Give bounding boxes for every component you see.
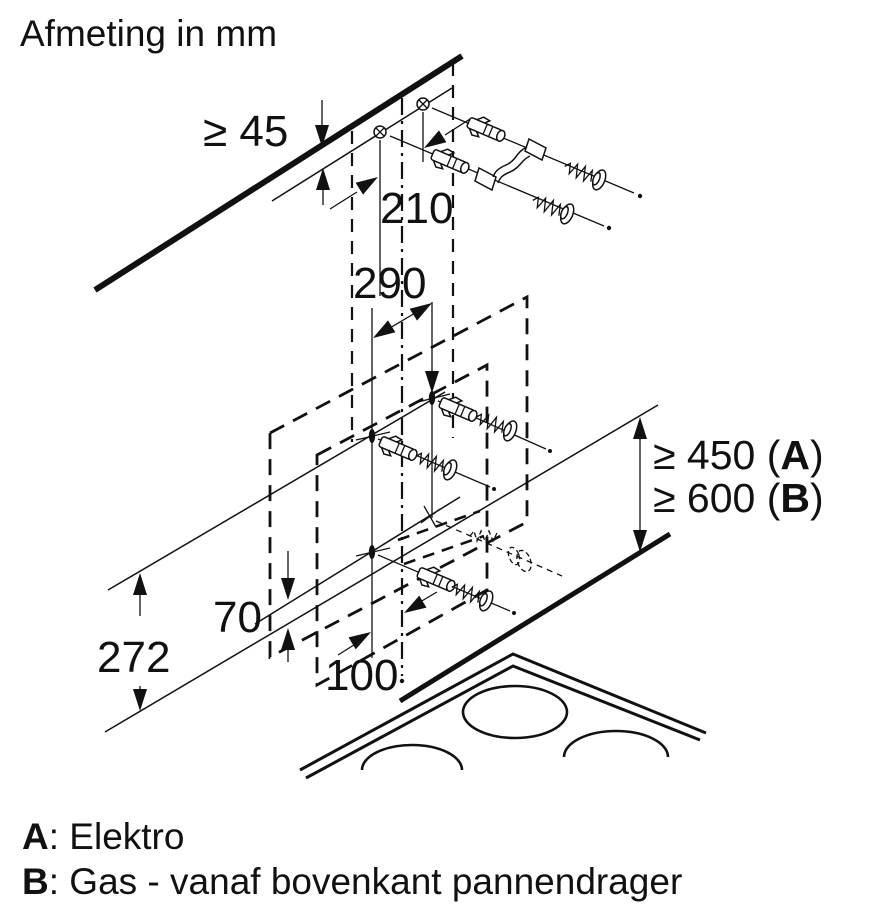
middle-hardware bbox=[355, 391, 552, 491]
hood-outline-outer bbox=[268, 294, 529, 660]
burner-arc-right bbox=[562, 729, 670, 758]
centerline-end-dot bbox=[399, 678, 405, 684]
burner-arc-left bbox=[360, 743, 464, 771]
screw-icon bbox=[528, 189, 578, 227]
cooktop-edge-outer bbox=[299, 652, 707, 772]
dim-100-label: 100 bbox=[325, 651, 398, 700]
screw-icon bbox=[471, 406, 521, 444]
dim-600-label: ≥ 600 (B) bbox=[653, 475, 824, 521]
burner-circle bbox=[461, 684, 569, 740]
wall-plug-icon bbox=[435, 391, 482, 428]
lower-holes-line bbox=[254, 496, 461, 625]
dim-290-label: 290 bbox=[353, 259, 426, 308]
lower-hardware bbox=[355, 545, 516, 615]
wall-plug-icon bbox=[427, 143, 474, 180]
mounting-hole bbox=[368, 429, 376, 443]
wall-plug-icon bbox=[375, 430, 422, 467]
hood-bottom-line bbox=[104, 404, 659, 733]
dim-45-label: ≥ 45 bbox=[203, 107, 288, 156]
dim-450-label: ≥ 450 (A) bbox=[653, 432, 824, 478]
screw-icon bbox=[411, 445, 461, 483]
cooktop-edge-inner bbox=[305, 664, 701, 780]
dimension-lower-hole-offset: 70 bbox=[213, 551, 295, 662]
screw-icon bbox=[560, 155, 610, 193]
dim-272-label: 272 bbox=[97, 633, 170, 682]
dim-70-label: 70 bbox=[213, 593, 262, 642]
hole-pointer-arrow bbox=[425, 371, 439, 393]
ceiling-line bbox=[93, 53, 464, 293]
legend: A: Elektro B: Gas - vanaf bovenkant pann… bbox=[22, 816, 682, 902]
hidden-fixing-dashed bbox=[397, 505, 563, 577]
legend-line-a: A: Elektro bbox=[22, 816, 184, 857]
dimension-top-holes: 210 bbox=[329, 118, 471, 233]
mounting-hole bbox=[428, 391, 436, 405]
dimension-hood-bottom: 272 bbox=[97, 573, 170, 711]
wall-plug-icon bbox=[463, 111, 510, 148]
mounting-hole bbox=[368, 545, 376, 559]
dimension-middle-holes: 290 bbox=[353, 259, 436, 344]
legend-line-b: B: Gas - vanaf bovenkant pannendrager bbox=[22, 861, 682, 902]
dimension-center-offset: 100 bbox=[325, 591, 438, 700]
pannendrager-line bbox=[398, 531, 672, 704]
dimension-hob-clearance: ≥ 450 (A) ≥ 600 (B) bbox=[633, 417, 824, 552]
cooktop-drawing bbox=[299, 652, 707, 780]
hood-outline-inner bbox=[315, 362, 489, 688]
dim-210-label: 210 bbox=[380, 184, 453, 233]
dimension-ceiling-clearance: ≥ 45 bbox=[203, 100, 330, 205]
middle-holes-line bbox=[107, 391, 446, 591]
diagram-title: Afmeting in mm bbox=[20, 13, 277, 54]
mounting-bracket-icon bbox=[474, 137, 547, 192]
top-mounting-holes bbox=[373, 97, 430, 139]
top-hardware bbox=[389, 107, 643, 231]
